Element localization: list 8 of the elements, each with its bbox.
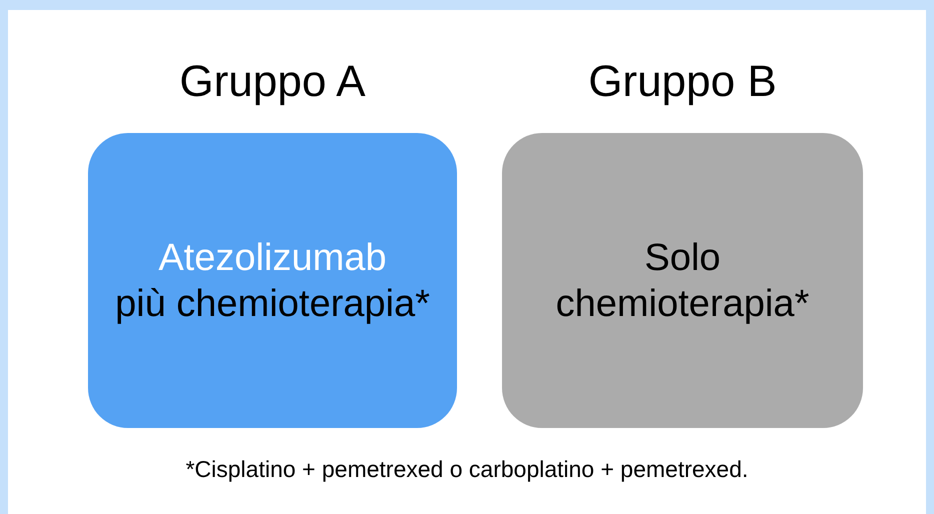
treatment-text: Solo chemioterapia* — [554, 236, 810, 326]
group-heading: Gruppo A — [180, 56, 366, 108]
group-heading: Gruppo B — [588, 56, 777, 108]
group-box — [502, 133, 863, 428]
treatment-text: Atezolizumab — [158, 236, 387, 280]
footnote: *Cisplatino + pemetrexed o carboplatino + pemetrexed. — [186, 455, 748, 484]
group-box — [88, 133, 457, 428]
treatment-text: più chemioterapia* — [115, 282, 430, 326]
